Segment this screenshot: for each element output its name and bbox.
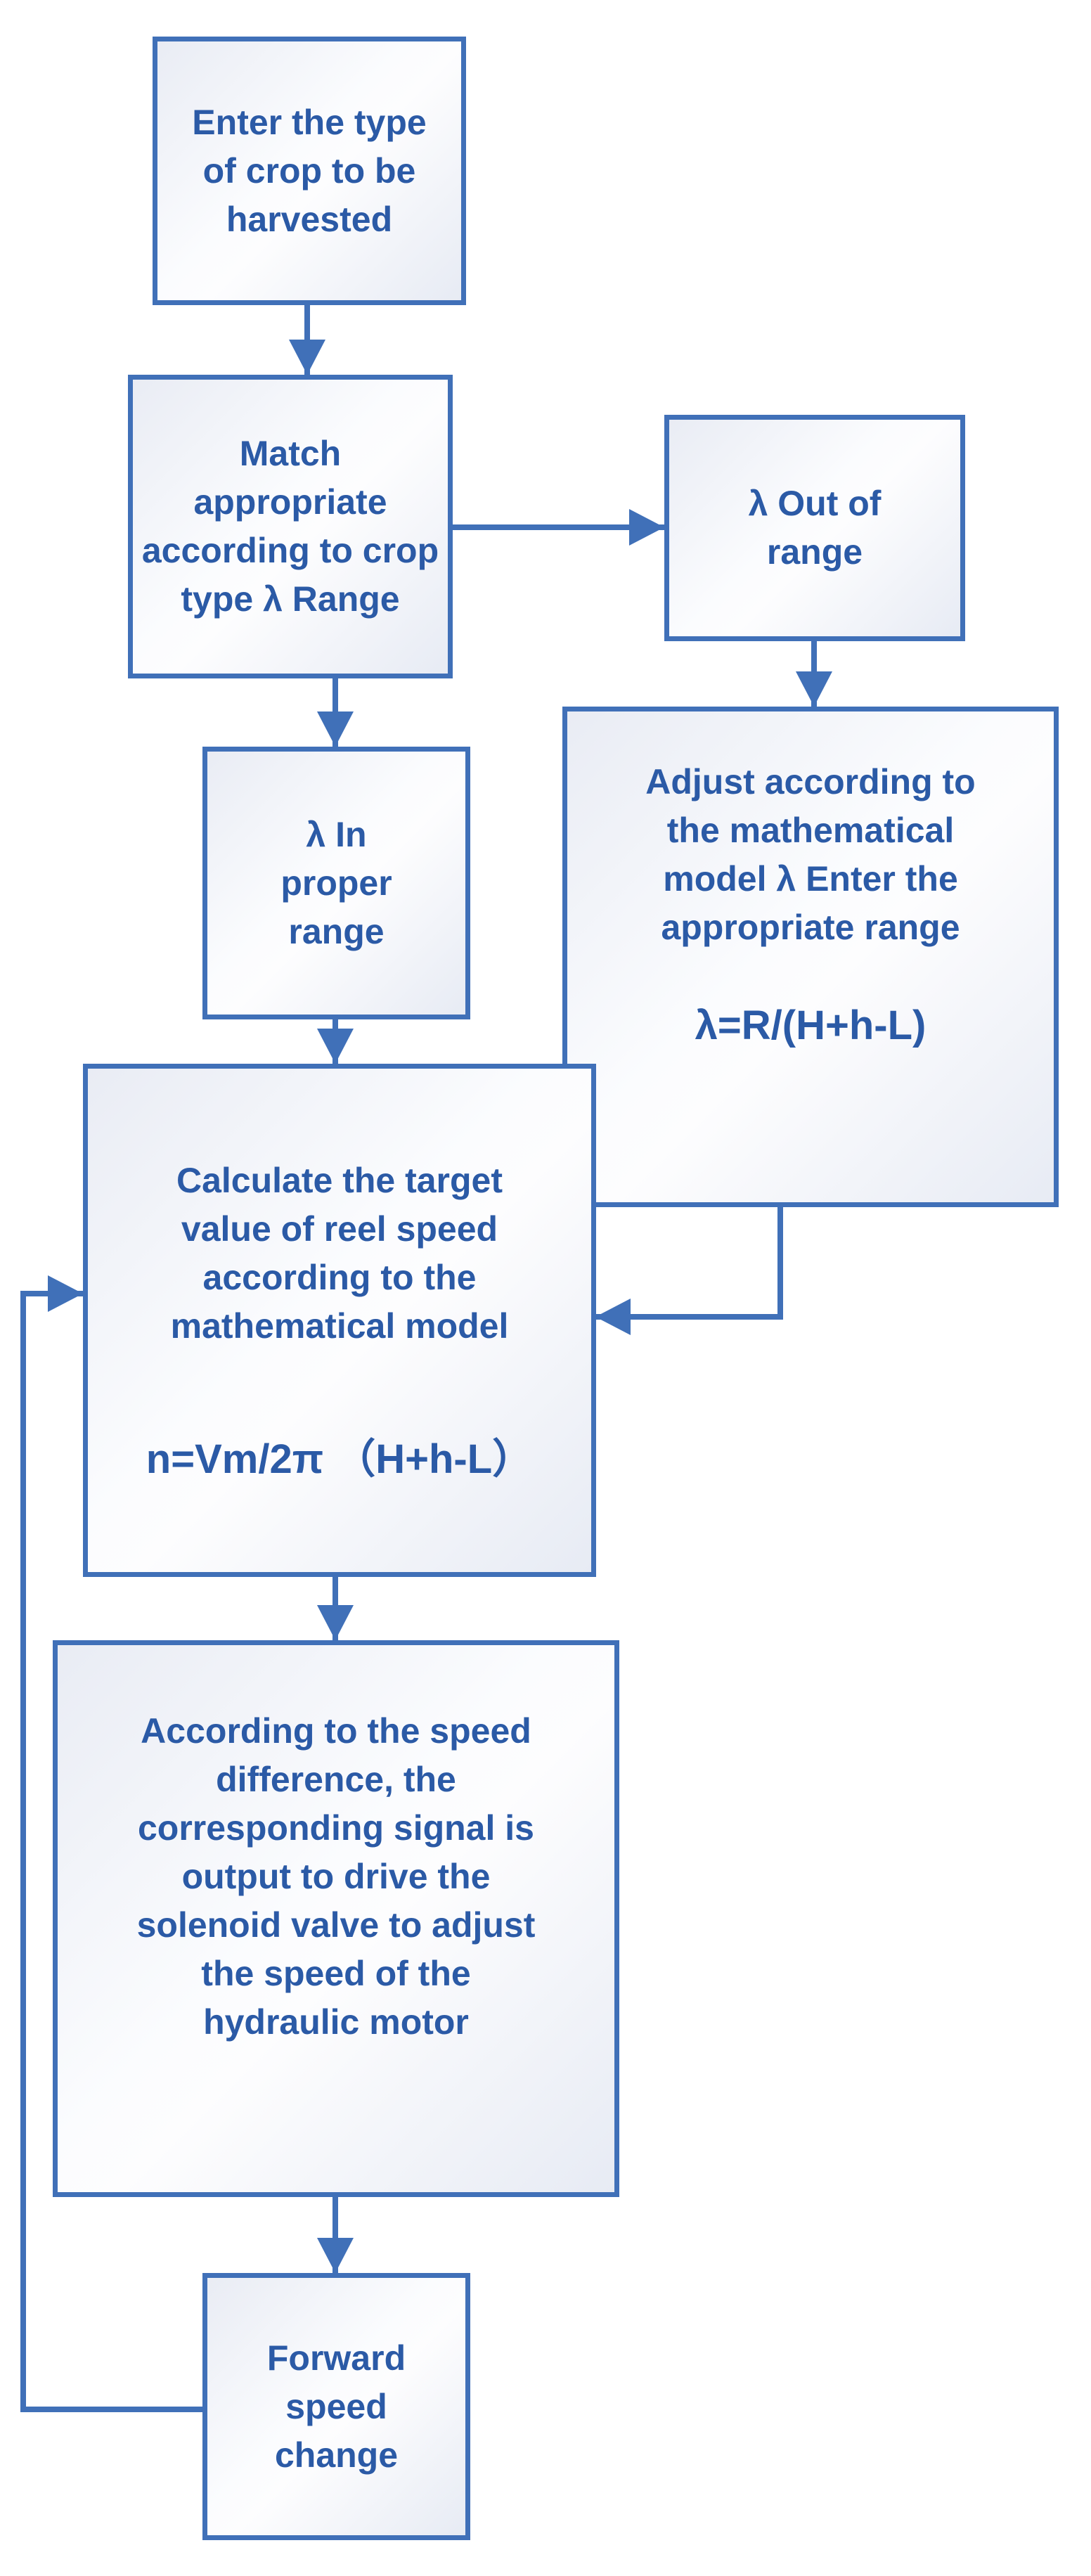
arrowhead-right-icon [629,509,664,546]
node-forward-speed-change: Forward speed change [202,2273,470,2540]
arrowhead-down-icon [796,671,832,707]
feedback-loop-vertical-segment [20,1291,26,2412]
arrowhead-down-icon [317,2238,354,2273]
node-label: λ In proper range [280,814,392,951]
node-match-lambda-range: Match appropriate according to crop type… [128,375,453,678]
node-adjust-mathematical-model: Adjust according to the mathematical mod… [562,707,1059,1207]
connector-adjust-to-calculate-vertical [777,1207,783,1320]
connector-adjust-to-calculate-horizontal [595,1314,780,1320]
node-formula: n=Vm/2π （H+h-L） [146,1436,534,1483]
node-label: According to the speed difference, the c… [136,1711,536,2042]
arrowhead-down-icon [317,711,354,747]
node-lambda-out-of-range: λ Out of range [664,415,965,641]
node-lambda-in-proper-range: λ In proper range [202,747,470,1019]
node-label: Enter the type of crop to be harvested [192,102,427,239]
arrowhead-right-icon [48,1275,83,1312]
node-label: λ Out of range [748,484,882,572]
arrowhead-down-icon [289,340,325,375]
node-calculate-reel-speed: Calculate the target value of reel speed… [83,1064,596,1577]
node-formula: λ=R/(H+h-L) [695,1003,927,1049]
node-label: Adjust according to the mathematical mod… [645,762,976,948]
node-output-signal-solenoid: According to the speed difference, the c… [53,1640,619,2197]
node-label: Forward speed change [266,2338,406,2475]
arrowhead-down-icon [317,1029,354,1064]
connector-match-to-out-of-range [452,524,664,530]
arrowhead-down-icon [317,1605,354,1640]
feedback-loop-bottom-segment [20,2407,202,2412]
connector-output-to-forward [333,2197,338,2273]
node-enter-crop-type: Enter the type of crop to be harvested [153,37,466,305]
arrowhead-left-icon [595,1299,631,1335]
node-label: Calculate the target value of reel speed… [170,1161,509,1346]
node-label: Match appropriate according to crop type… [141,434,439,619]
